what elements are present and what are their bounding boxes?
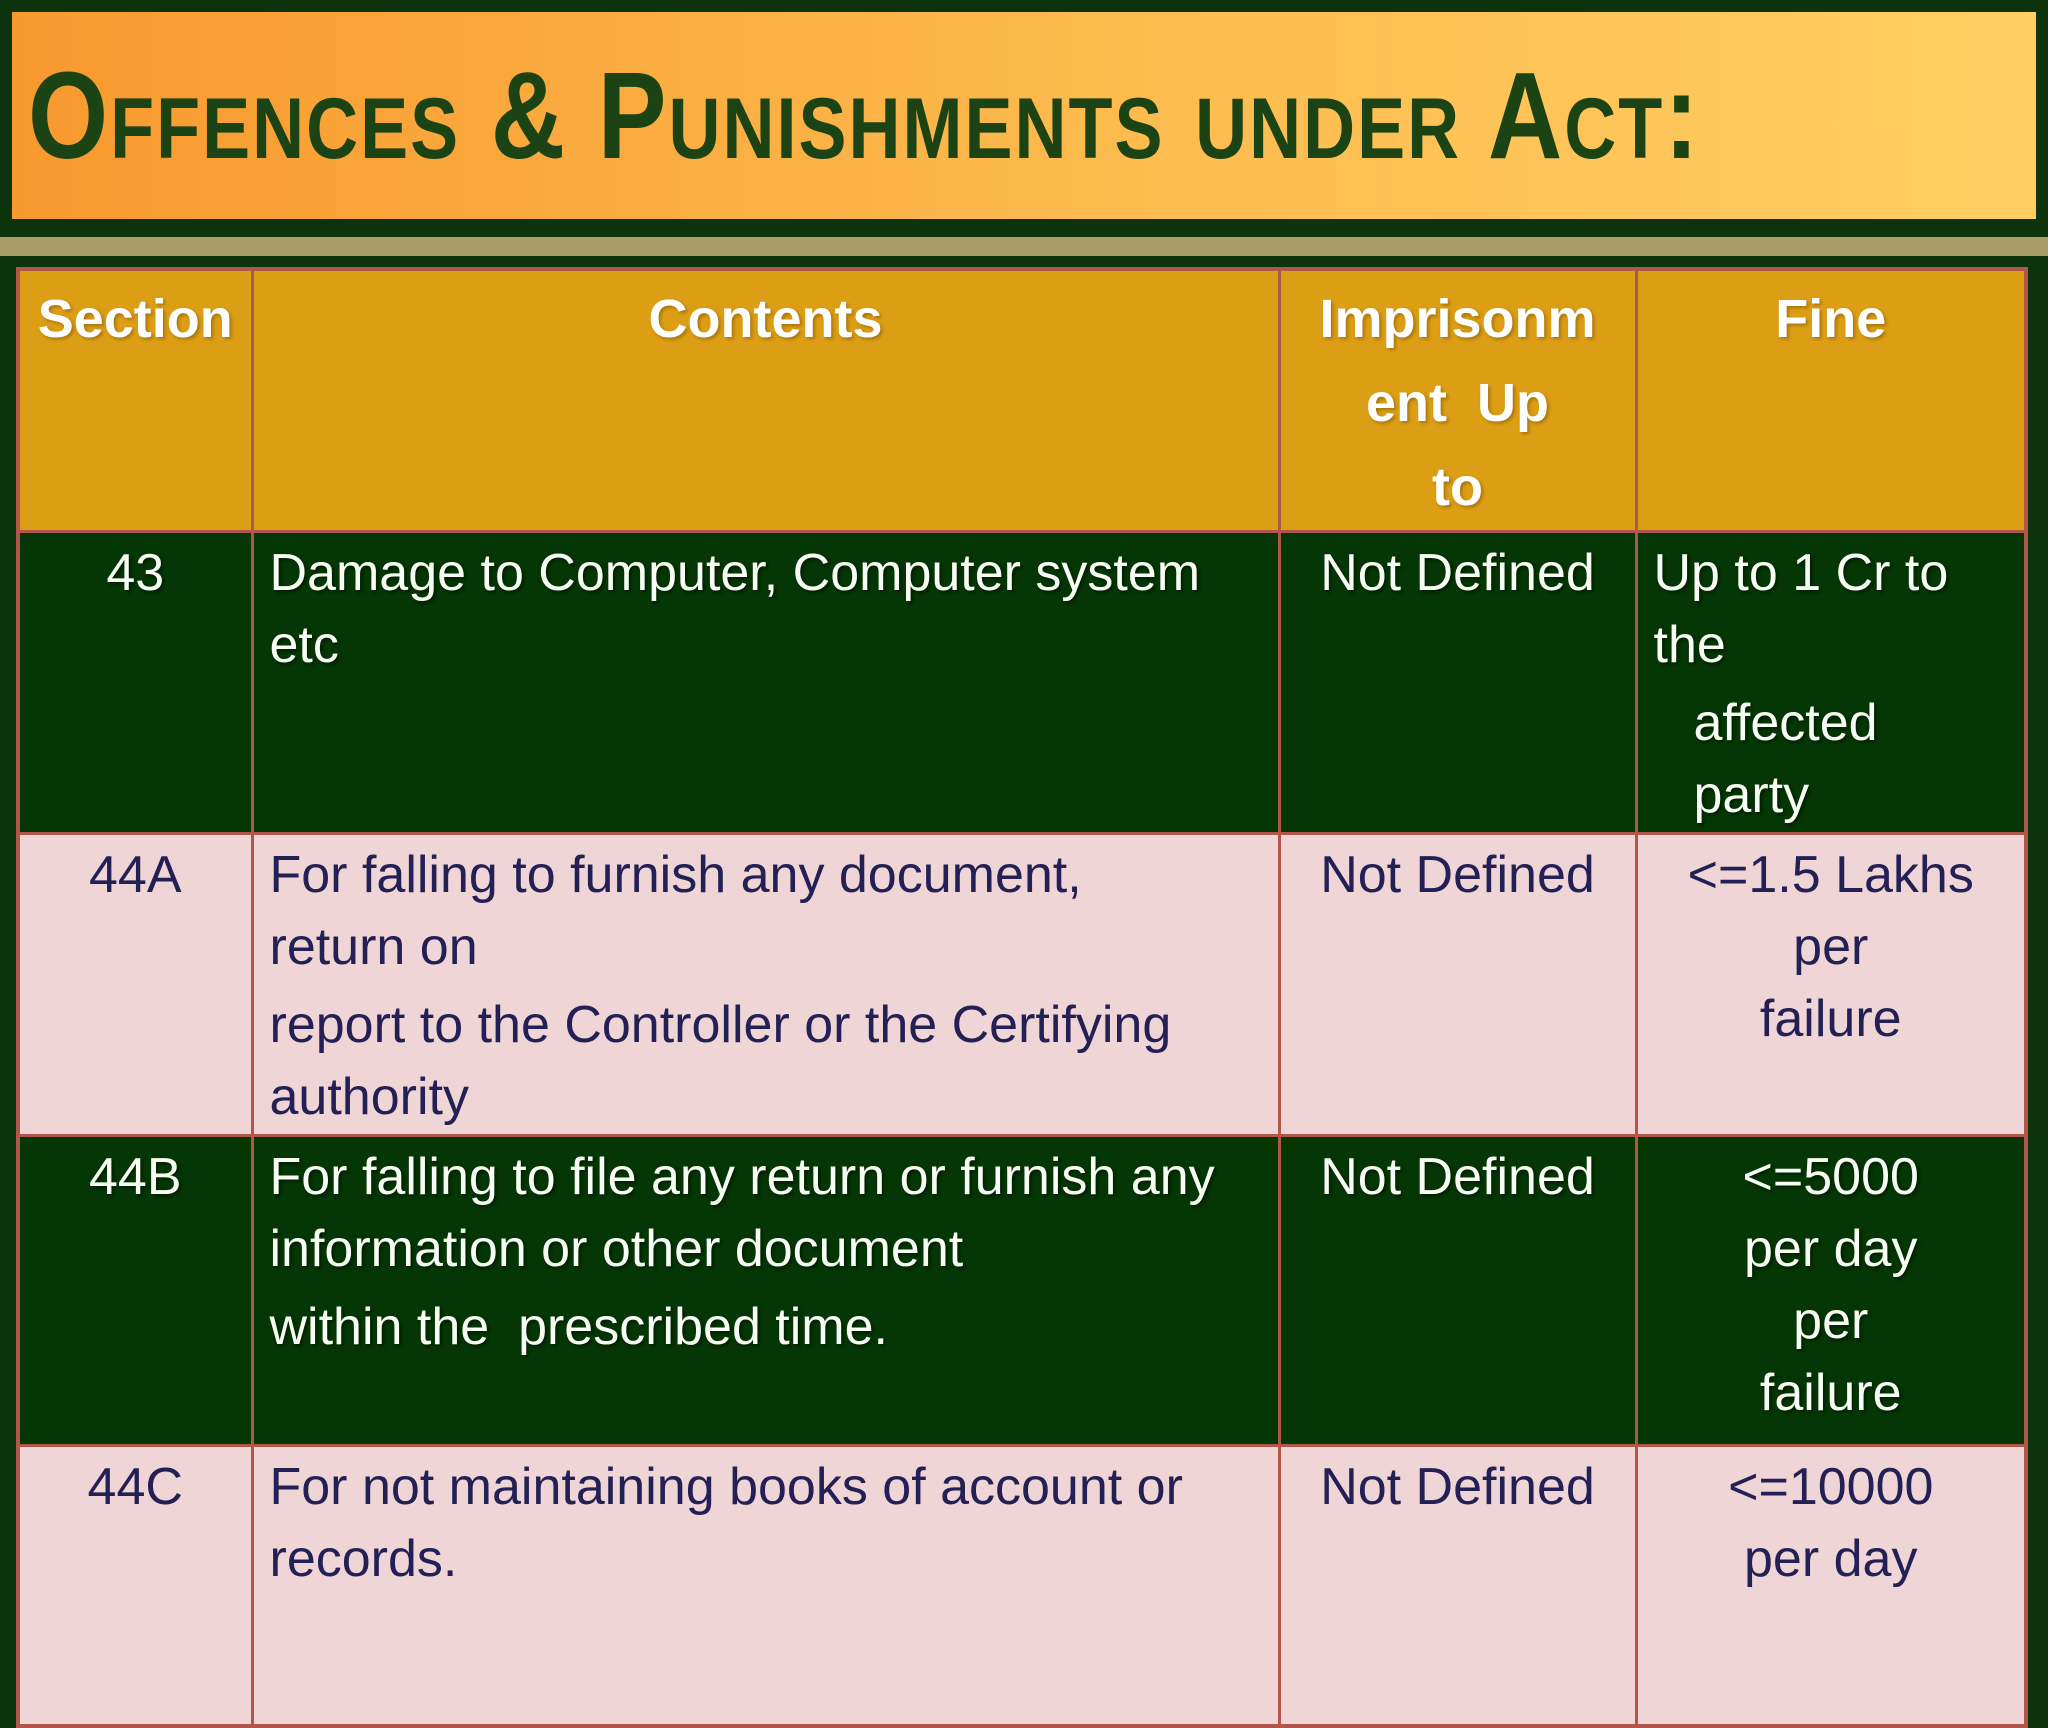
contents-paragraph: report to the Controller or the Certifyi… [270, 989, 1270, 1133]
fine-line: <=5000 [1742, 1148, 1919, 1206]
contents-line: within the prescribed time. [269, 1298, 889, 1356]
table-row-44A: 44A For falling to furnish any document,… [16, 832, 2028, 1137]
table-row-44B: 44B For falling to file any return or fu… [16, 1134, 2028, 1447]
fine-paragraph: Up to 1 Cr to the [1654, 537, 2017, 681]
table-row-43: 43 Damage to Computer, Computer system e… [16, 530, 2028, 835]
fine-line: failure [1759, 990, 1902, 1048]
fine-line: Up to 1 Cr to [1653, 544, 1949, 602]
contents-line: authority [269, 1068, 469, 1126]
header-contents: Contents [250, 267, 1281, 533]
fine-paragraph: affected party [1654, 687, 2017, 831]
cell-contents-44C: For not maintaining books of account or … [250, 1444, 1281, 1727]
contents-line: For falling to furnish any document, [269, 846, 1082, 904]
contents-line: records. [269, 1530, 458, 1588]
cell-fine-44A: <=1.5 Lakhs per failure [1634, 832, 2028, 1137]
divider-stripe [0, 237, 2048, 256]
contents-line: etc [269, 616, 339, 674]
header-imprisonment-line-1: Imprisonm [1319, 289, 1596, 349]
cell-imprisonment-44A: Not Defined [1277, 832, 1638, 1137]
contents-paragraph: For falling to furnish any document, ret… [270, 839, 1270, 983]
header-row: Section Contents Imprisonm ent Up to Fin… [16, 267, 2028, 533]
contents-paragraph: Damage to Computer, Computer system etc [270, 537, 1270, 681]
cell-imprisonment-43: Not Defined [1277, 530, 1638, 835]
header-imprisonment-line-2: ent Up [1366, 373, 1549, 433]
cell-fine-44C: <=10000 per day [1634, 1444, 2028, 1727]
fine-line: the [1653, 616, 1726, 674]
contents-line: information or other document [269, 1220, 964, 1278]
table-row-44C: 44C For not maintaining books of account… [16, 1444, 2028, 1727]
cell-section-43: 43 [16, 530, 254, 835]
contents-line: report to the Controller or the Certifyi… [269, 996, 1172, 1054]
cell-section-44C: 44C [16, 1444, 254, 1727]
fine-line: per [1793, 1292, 1869, 1350]
fine-line: per day [1744, 1530, 1918, 1588]
offences-table: Section Contents Imprisonm ent Up to Fin… [16, 267, 2028, 1728]
cell-section-44B: 44B [16, 1134, 254, 1447]
contents-paragraph: within the prescribed time. [270, 1291, 1270, 1363]
contents-paragraph: For falling to file any return or furnis… [270, 1141, 1270, 1285]
fine-paragraph: <=10000 per day [1646, 1451, 2017, 1595]
fine-line: failure [1759, 1364, 1902, 1422]
fine-paragraph: <=1.5 Lakhs per failure [1646, 839, 2017, 1055]
cell-imprisonment-44C: Not Defined [1277, 1444, 1638, 1727]
header-imprisonment: Imprisonm ent Up to [1277, 267, 1638, 533]
contents-line: Damage to Computer, Computer system [269, 544, 1201, 602]
contents-line: For not maintaining books of account or [269, 1458, 1183, 1516]
fine-line: affected [1693, 694, 1878, 752]
cell-section-44A: 44A [16, 832, 254, 1137]
cell-fine-43: Up to 1 Cr to the affected party [1634, 530, 2028, 835]
fine-paragraph: <=5000 per day per failure [1646, 1141, 2017, 1429]
contents-line: return on [269, 918, 478, 976]
fine-line: per day [1744, 1220, 1918, 1278]
cell-imprisonment-44B: Not Defined [1277, 1134, 1638, 1447]
title-banner: Offences & Punishments under Act: [12, 12, 2036, 219]
cell-contents-43: Damage to Computer, Computer system etc [250, 530, 1281, 835]
cell-contents-44B: For falling to file any return or furnis… [250, 1134, 1281, 1447]
fine-line: <=1.5 Lakhs [1687, 846, 1974, 904]
header-fine: Fine [1634, 267, 2028, 533]
contents-line: For falling to file any return or furnis… [269, 1148, 1215, 1206]
cell-contents-44A: For falling to furnish any document, ret… [250, 832, 1281, 1137]
header-imprisonment-line-3: to [1432, 457, 1483, 517]
cell-fine-44B: <=5000 per day per failure [1634, 1134, 2028, 1447]
contents-paragraph: For not maintaining books of account or … [270, 1451, 1270, 1595]
fine-line: per [1793, 918, 1869, 976]
fine-line: party [1693, 766, 1810, 824]
fine-line: <=10000 [1728, 1458, 1934, 1516]
header-section: Section [16, 267, 254, 533]
page-title: Offences & Punishments under Act: [28, 45, 1701, 184]
